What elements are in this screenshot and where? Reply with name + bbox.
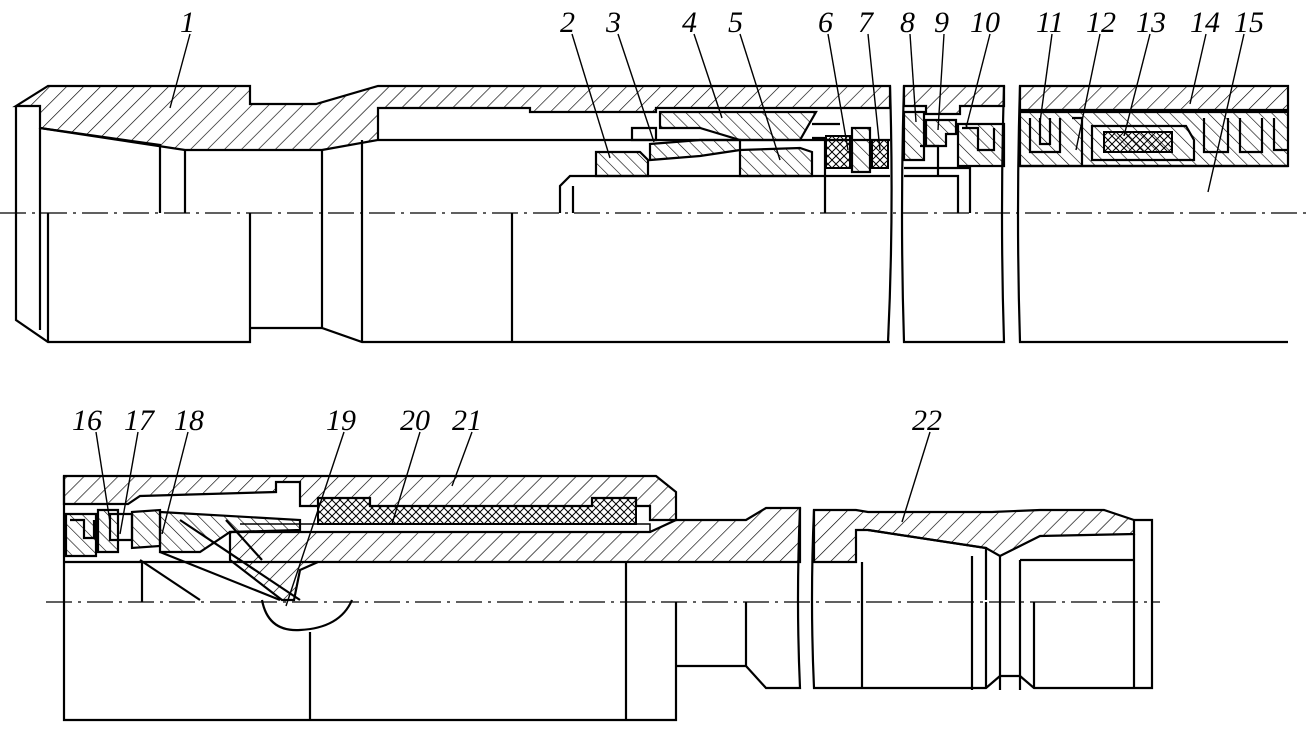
callouts: 1 2 3 4 5 6 7 8 9 10 11 12 13 14 15 16 1… [72,6,1264,437]
leader-5 [739,33,781,161]
lower-inner-body [228,506,802,602]
section2-wall [902,84,1006,116]
part-4-slip [658,110,818,142]
part-22-taper [867,528,1022,690]
part-16-ring [64,512,98,558]
callout-18: 18 [174,404,204,437]
section3-outline [1016,85,1288,344]
callout-13: 13 [1136,6,1166,39]
leader-10 [965,33,991,129]
callout-11: 11 [1036,6,1064,39]
leader-20 [391,431,421,525]
leader-lines [95,33,1245,607]
callout-8: 8 [900,6,915,39]
part-20-line [240,523,651,533]
part-11-labyrinth [1028,118,1062,154]
upper-left-taper [39,126,187,213]
leader-3 [617,33,655,143]
section2-outline [900,85,1006,344]
callout-5: 5 [728,6,743,39]
part-22-outline [810,509,1154,690]
leader-18 [161,431,189,535]
part-18-ring [130,508,162,550]
upper-mandrel [558,174,890,213]
part-17-ring [96,508,120,554]
leader-21 [451,431,473,487]
section2-mandrel [904,144,972,213]
leader-6 [827,33,849,151]
upper-assembly [0,84,1312,344]
leader-11 [1039,33,1053,123]
leader-7 [867,33,881,151]
lower-taper-lines [139,519,301,602]
callout-21: 21 [452,404,482,437]
part-7-seal [871,139,889,169]
callout-6: 6 [818,6,833,39]
callout-22: 22 [912,404,942,437]
leader-9 [937,33,945,131]
part-19-ball [260,599,354,632]
part-16-groove [70,518,96,540]
part-3-step [630,126,658,142]
callout-7: 7 [858,6,875,39]
section3-wall [1018,84,1290,112]
upper-section1-break [886,85,893,343]
callout-10: 10 [970,6,1000,39]
callout-17: 17 [124,404,156,437]
leader-14 [1189,33,1207,105]
part-10-groove [962,126,996,152]
leader-2 [571,33,611,159]
callout-9: 9 [934,6,949,39]
callout-14: 14 [1190,6,1220,39]
leader-13 [1123,33,1151,137]
callout-4: 4 [682,6,697,39]
callout-3: 3 [605,6,621,39]
callout-12: 12 [1086,6,1116,39]
part-10-sleeve [956,122,1006,168]
leader-22 [901,431,931,523]
part-14-labyrinth [1202,118,1288,154]
part-9-nut [924,118,958,148]
callout-1: 1 [180,6,195,39]
leader-16 [95,431,111,523]
part-22-body [812,508,1136,564]
callout-19: 19 [326,404,356,437]
leader-15 [1207,33,1245,193]
leader-1 [169,33,191,109]
leader-12 [1075,33,1101,151]
part-2-ring [594,150,650,178]
lower-body-outline [62,476,802,722]
callout-2: 2 [560,6,575,39]
part-6-seal [825,135,851,169]
part-7-ring [850,126,872,174]
callout-20: 20 [400,404,430,437]
part-8-ring [902,110,926,162]
callout-15: 15 [1234,6,1264,39]
leader-19 [285,431,345,607]
leader-8 [909,33,917,123]
callout-16: 16 [72,404,102,437]
part-13-housing [1090,124,1196,162]
part-3-cone [648,138,742,162]
lower-assembly [46,474,1160,722]
part-13-packing [1103,131,1173,153]
leader-4 [693,33,723,119]
part-5-ring [738,146,814,178]
upper-body-lower-half [14,106,890,344]
leader-17 [119,431,139,535]
